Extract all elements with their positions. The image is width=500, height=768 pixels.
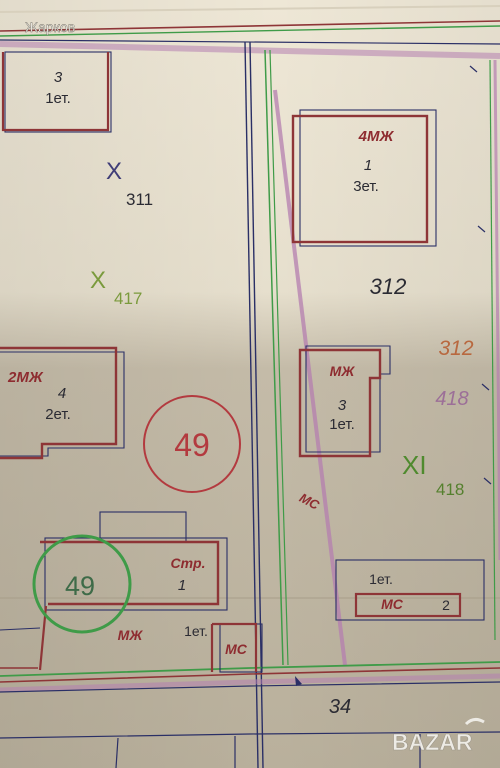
bazar-logo: BAZAR bbox=[392, 717, 485, 755]
bottom-street-line bbox=[0, 681, 500, 693]
zone-xi-number: 418 bbox=[436, 480, 464, 499]
zone-x-number: 311 bbox=[126, 190, 153, 209]
bazar-logo-text: BAZAR bbox=[392, 729, 473, 755]
tick-4 bbox=[483, 477, 492, 485]
building-str-number: 1 bbox=[178, 577, 186, 594]
building-2mzh-floors: 2ет. bbox=[45, 406, 71, 423]
arrow-mark bbox=[295, 676, 302, 686]
building-top-left-outline bbox=[4, 51, 112, 133]
bottom-regulation-line bbox=[0, 673, 500, 693]
building-mzh-type: МЖ bbox=[330, 363, 356, 379]
street-number-34: 34 bbox=[329, 696, 351, 718]
zone-x-green-number: 417 bbox=[114, 289, 142, 308]
tick-3 bbox=[481, 383, 490, 391]
building-4mzh-number: 1 bbox=[364, 157, 372, 174]
fold-line-top bbox=[0, 5, 500, 13]
bottom-floors-label: 1ет. bbox=[184, 623, 208, 639]
building-str bbox=[40, 540, 220, 606]
building-4mzh-outline bbox=[299, 109, 437, 247]
building-top-left bbox=[1, 52, 110, 132]
divider-green bbox=[264, 49, 284, 666]
diagonal-regulation-line bbox=[273, 89, 347, 666]
bottom-green-line bbox=[0, 661, 500, 677]
building-2mzh-number: 4 bbox=[58, 385, 66, 402]
bottom-mzh-label: МЖ bbox=[118, 627, 144, 643]
red-circle bbox=[143, 395, 241, 493]
zone-xi-label: XI bbox=[402, 450, 427, 480]
orange-312-label: 312 bbox=[438, 337, 473, 360]
top-boundary-green bbox=[0, 25, 500, 37]
divider-right bbox=[249, 41, 264, 768]
building-2mzh-outline bbox=[0, 351, 125, 457]
zone-x-label: X bbox=[106, 158, 122, 185]
building-mzh-floors: 1ет. bbox=[329, 416, 355, 433]
violet-418-label: 418 bbox=[435, 388, 468, 410]
building-mzh bbox=[298, 348, 382, 458]
building-str-type: Стр. bbox=[171, 555, 206, 571]
building-4mzh-floors: 3ет. bbox=[353, 178, 379, 195]
bottom-red-line bbox=[0, 667, 500, 683]
right-green-line bbox=[489, 59, 496, 641]
green-circle bbox=[32, 534, 132, 634]
building-right-ms-label: МС bbox=[381, 596, 404, 612]
left-parcel-line bbox=[0, 627, 41, 631]
building-str-outline bbox=[44, 537, 228, 611]
red-circle-number: 49 bbox=[174, 427, 210, 463]
lower-street-line bbox=[0, 731, 500, 739]
right-pink-line bbox=[493, 59, 500, 561]
tick-1 bbox=[469, 65, 478, 73]
building-4mzh-type: 4МЖ bbox=[358, 128, 395, 145]
building-right-ms bbox=[354, 592, 462, 618]
lower-tick-1 bbox=[115, 737, 119, 768]
building-2mzh-type: 2МЖ bbox=[7, 369, 44, 386]
building-right-outline bbox=[335, 559, 485, 621]
tick-2 bbox=[477, 225, 486, 233]
green-circle-number: 49 bbox=[65, 571, 95, 601]
zone-x-green-label: X bbox=[90, 267, 106, 294]
building-ms-small bbox=[210, 622, 258, 672]
watermark-text: Жарков bbox=[25, 19, 75, 35]
building-mzh-number: 3 bbox=[338, 397, 347, 414]
top-boundary-red bbox=[0, 20, 500, 32]
building-right-number: 2 bbox=[442, 597, 450, 613]
plot-312-label: 312 bbox=[370, 274, 407, 299]
building-ms-small-label: МС bbox=[225, 641, 248, 657]
building-top-left-floors: 1ет. bbox=[45, 90, 71, 107]
building-top-left-number: 3 bbox=[54, 69, 63, 86]
divider-green-2 bbox=[269, 49, 289, 666]
building-2mzh bbox=[0, 346, 118, 460]
building-right-floors: 1ет. bbox=[369, 571, 393, 587]
bazar-logo-swoosh-icon bbox=[464, 717, 485, 726]
building-4mzh bbox=[291, 114, 429, 244]
